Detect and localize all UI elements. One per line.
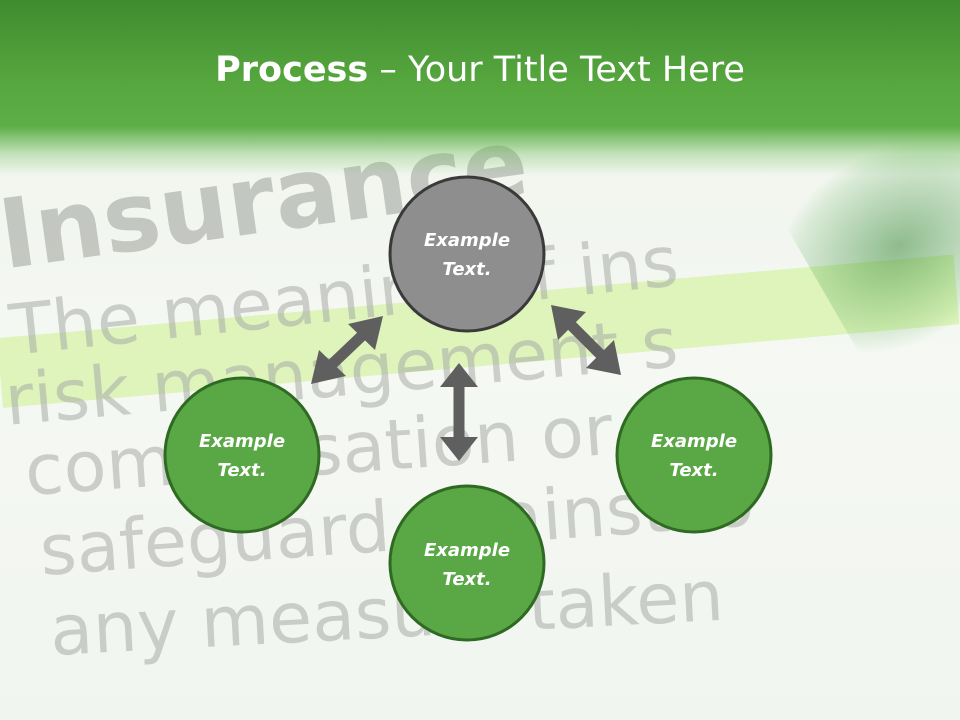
node-label: Text.: [217, 460, 266, 481]
double-arrow-diagonal-icon: [311, 316, 383, 384]
header-band: [0, 0, 960, 175]
node-label: Example: [424, 540, 510, 561]
node-label: Text.: [669, 460, 718, 481]
slide-title-rest: – Your Title Text Here: [368, 50, 745, 90]
process-node-right[interactable]: Example Text.: [615, 376, 773, 534]
process-node-top[interactable]: Example Text.: [388, 175, 546, 333]
node-circle: [388, 175, 546, 333]
process-node-left[interactable]: Example Text.: [163, 376, 321, 534]
node-circle: [615, 376, 773, 534]
node-label: Example: [199, 431, 285, 452]
node-label: Text.: [442, 569, 491, 590]
node-label: Example: [424, 230, 510, 251]
double-arrow-diagonal-icon: [551, 305, 621, 375]
node-label: Text.: [442, 259, 491, 280]
node-circle: [388, 484, 546, 642]
process-node-bottom[interactable]: Example Text.: [388, 484, 546, 642]
slide-title-bold: Process: [215, 50, 369, 90]
slide-title: Process – Your Title Text Here: [0, 50, 960, 90]
node-circle: [163, 376, 321, 534]
node-label: Example: [651, 431, 737, 452]
double-arrow-vertical-icon: [440, 363, 478, 461]
